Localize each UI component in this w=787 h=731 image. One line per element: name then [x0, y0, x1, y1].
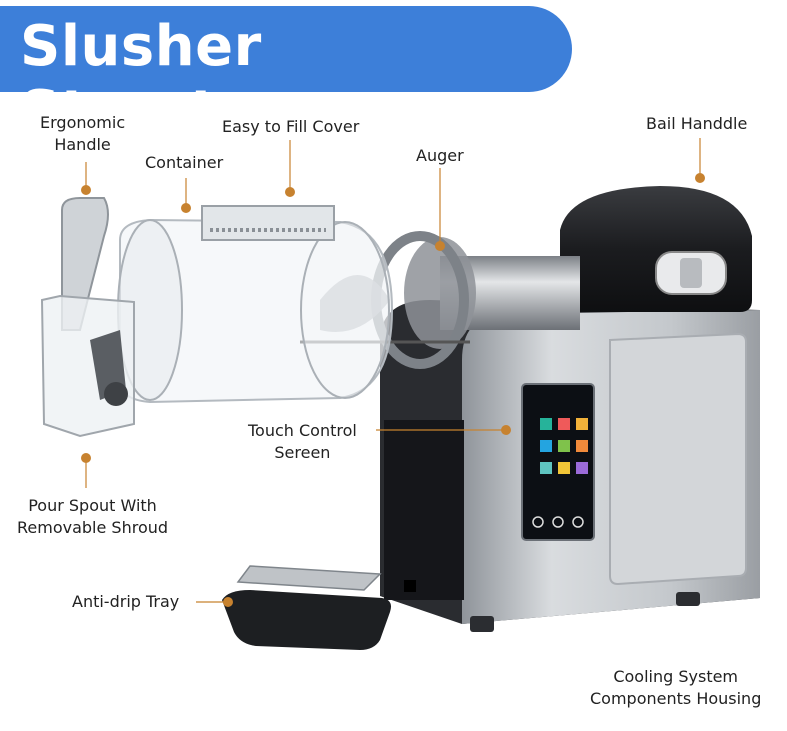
label-ergonomic-handle: Ergonomic Handle	[40, 113, 126, 154]
drip-tray	[222, 565, 391, 650]
label-touch-control: Touch Control Sereen	[248, 421, 357, 462]
label-container: Container	[145, 153, 224, 172]
label-cooling-housing: Cooling System Components Housing	[590, 667, 762, 708]
bail-handle-drum	[560, 186, 752, 312]
title-banner: Slusher Structure	[0, 6, 572, 144]
label-auger: Auger	[416, 146, 464, 165]
pour-spout	[40, 197, 135, 438]
label-easy-fill-cover: Easy to Fill Cover	[222, 117, 360, 136]
leader-lines	[81, 138, 705, 607]
page-title: Slusher Structure	[20, 14, 325, 144]
container-bowl	[117, 205, 394, 404]
label-pour-spout: Pour Spout With Removable Shroud	[17, 496, 169, 537]
label-bail-handle: Bail Handdle	[646, 114, 748, 133]
touch-screen	[521, 383, 595, 541]
label-anti-drip-tray: Anti-drip Tray	[72, 592, 180, 611]
